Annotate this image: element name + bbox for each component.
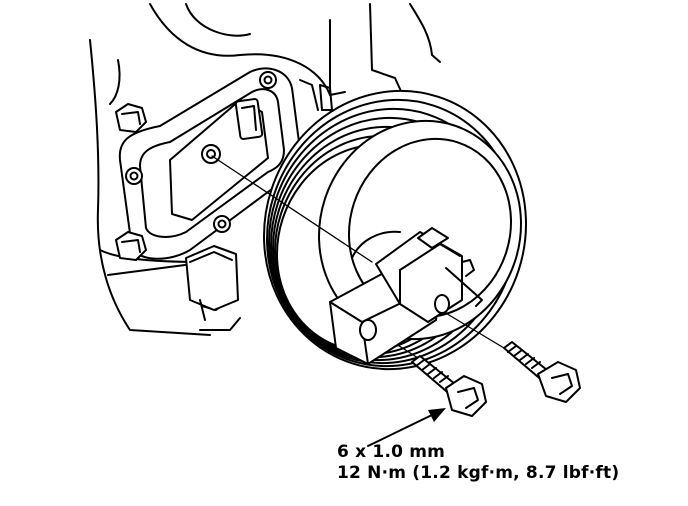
bolt-size-label: 6 x 1.0 mm <box>337 442 446 462</box>
crankshaft-pulley <box>263 89 527 371</box>
bolt-guide-line-2 <box>443 311 505 349</box>
flange-plate <box>118 67 301 260</box>
block-bolt-lower <box>115 231 147 261</box>
torque-spec-label: 12 N·m (1.2 kgf·m, 8.7 lbf·ft) <box>337 463 620 483</box>
block-bolt-upper <box>115 103 147 133</box>
sensor-bracket <box>329 227 483 365</box>
callout-arrow <box>367 408 446 447</box>
mounting-bolt-left <box>411 355 487 417</box>
alignment-line <box>211 155 373 263</box>
mounted-sensor <box>185 245 239 321</box>
mounting-bolt-right <box>503 341 581 403</box>
